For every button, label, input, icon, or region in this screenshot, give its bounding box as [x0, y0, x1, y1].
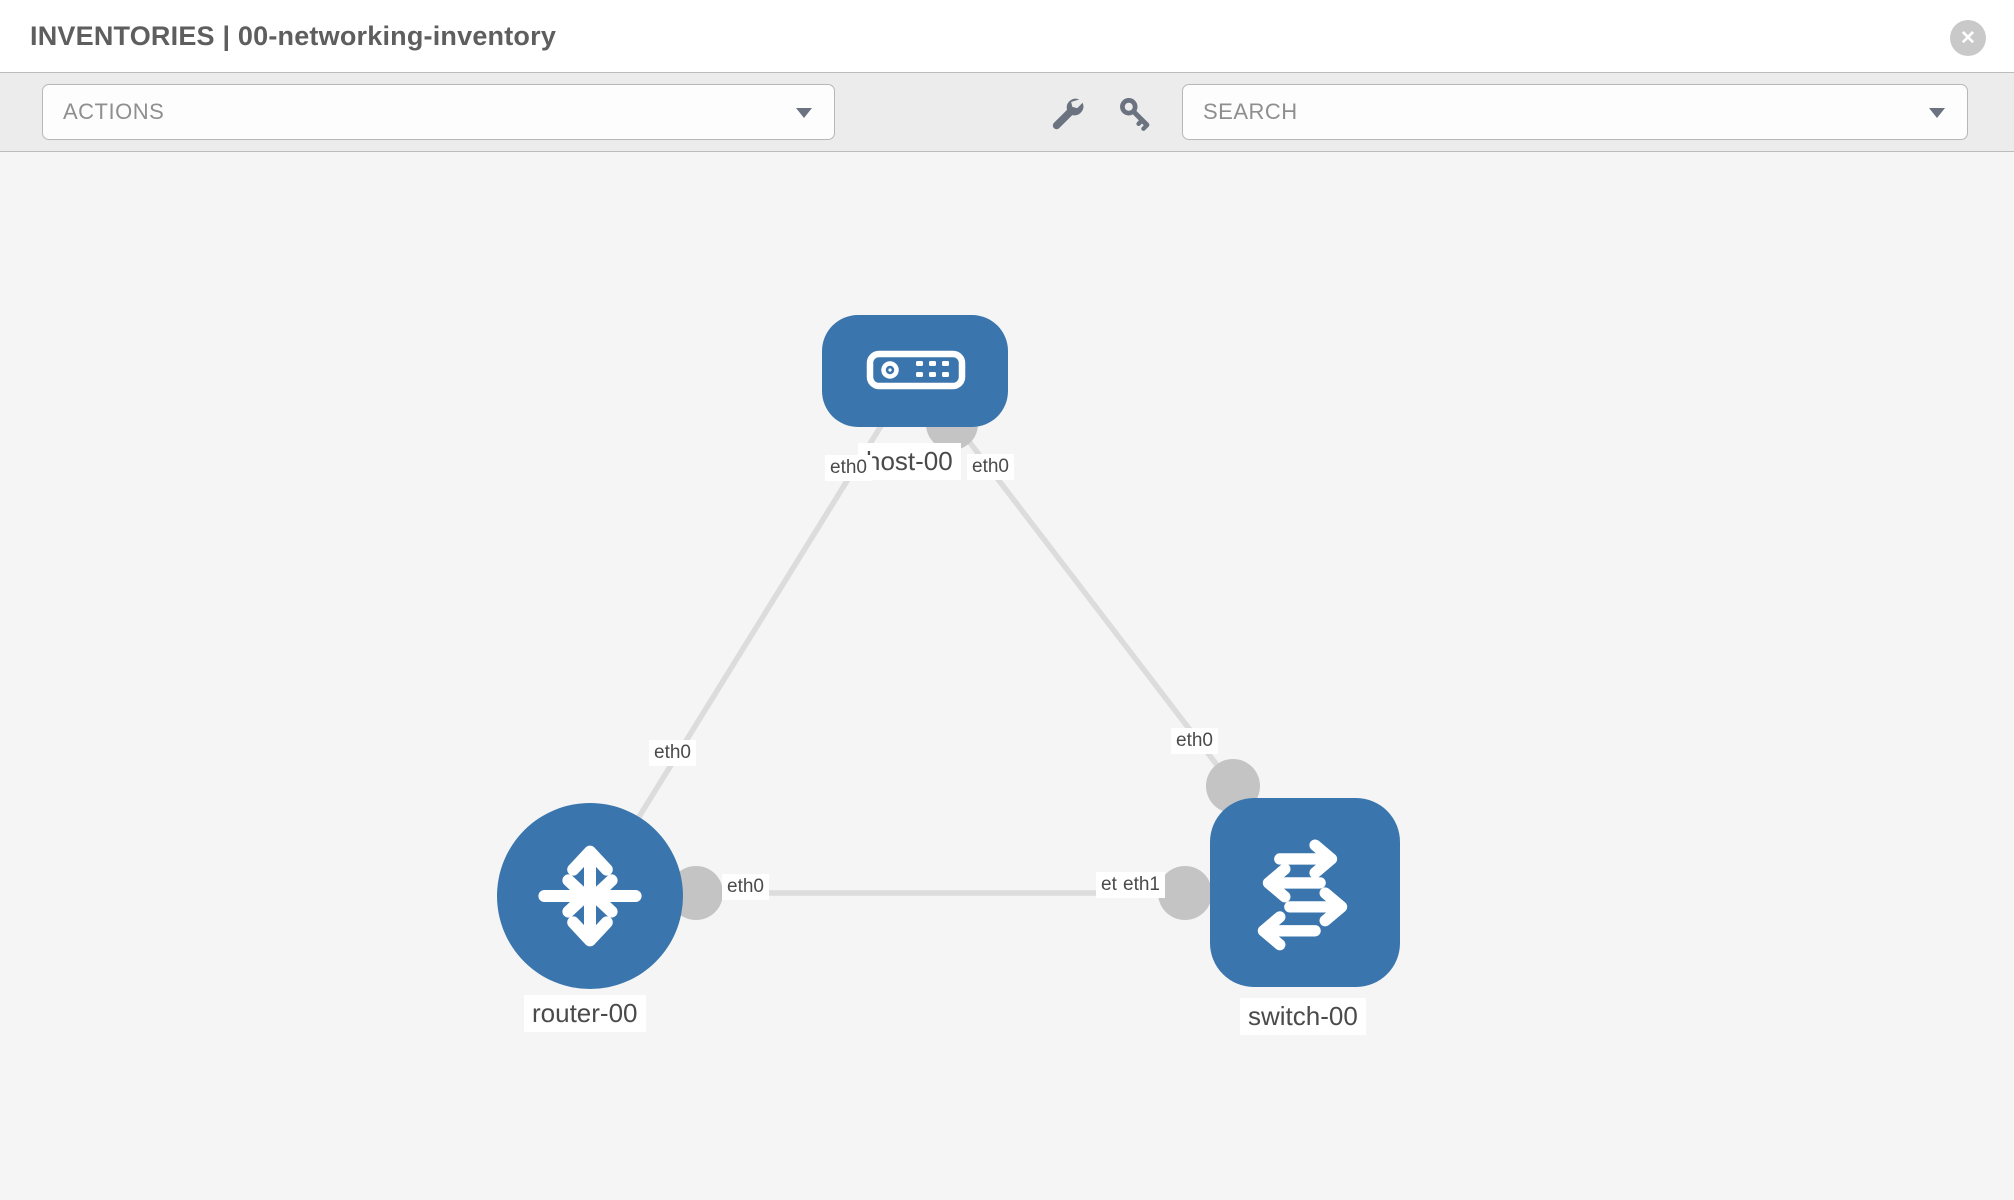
tools-button[interactable]: [1049, 95, 1085, 131]
close-icon: ✕: [1960, 27, 1976, 49]
node-host-00[interactable]: [822, 315, 1008, 427]
iface-label-switch-eth1-front: eth1: [1118, 872, 1165, 898]
chevron-down-icon: [1929, 108, 1945, 118]
node-router-00[interactable]: [497, 803, 683, 989]
actions-dropdown-label: ACTIONS: [63, 99, 165, 124]
page-title: INVENTORIES | 00-networking-inventory: [30, 20, 557, 51]
chevron-down-icon: [796, 108, 812, 118]
topology-graph: [497, 315, 1400, 989]
key-icon: [1120, 98, 1150, 131]
page-header: INVENTORIES | 00-networking-inventory ✕: [0, 0, 2014, 72]
iface-label-router-eth0-upper: eth0: [649, 740, 696, 766]
iface-label-switch-eth0-upper: eth0: [1171, 728, 1218, 754]
interface-connectors: [669, 398, 1260, 920]
wrench-icon: [1052, 98, 1084, 130]
switch-icon: [1257, 839, 1348, 951]
search-dropdown-label: SEARCH: [1203, 99, 1298, 124]
actions-dropdown[interactable]: ACTIONS: [42, 84, 835, 140]
topology-canvas[interactable]: host-00 router-00 switch-00 eth0 eth0 et…: [0, 152, 2014, 1200]
credentials-button[interactable]: [1117, 95, 1153, 131]
toolbar: ACTIONS SEARCH: [0, 72, 2014, 152]
host-icon: [866, 350, 966, 390]
node-label-host-00: host-00: [858, 443, 961, 480]
iface-label-host-eth0-left: eth0: [825, 455, 872, 481]
node-label-switch-00: switch-00: [1240, 998, 1366, 1035]
iface-label-host-eth0-right: eth0: [967, 454, 1014, 480]
node-label-router-00: router-00: [524, 995, 646, 1032]
node-switch-00[interactable]: [1210, 798, 1400, 987]
connector-router-eth0: [669, 866, 723, 920]
close-button[interactable]: ✕: [1950, 20, 1986, 56]
router-icon: [538, 845, 642, 947]
connector-switch-eth1: [1158, 866, 1212, 920]
search-dropdown[interactable]: SEARCH: [1182, 84, 1968, 140]
iface-label-router-eth0-right: eth0: [722, 874, 769, 900]
